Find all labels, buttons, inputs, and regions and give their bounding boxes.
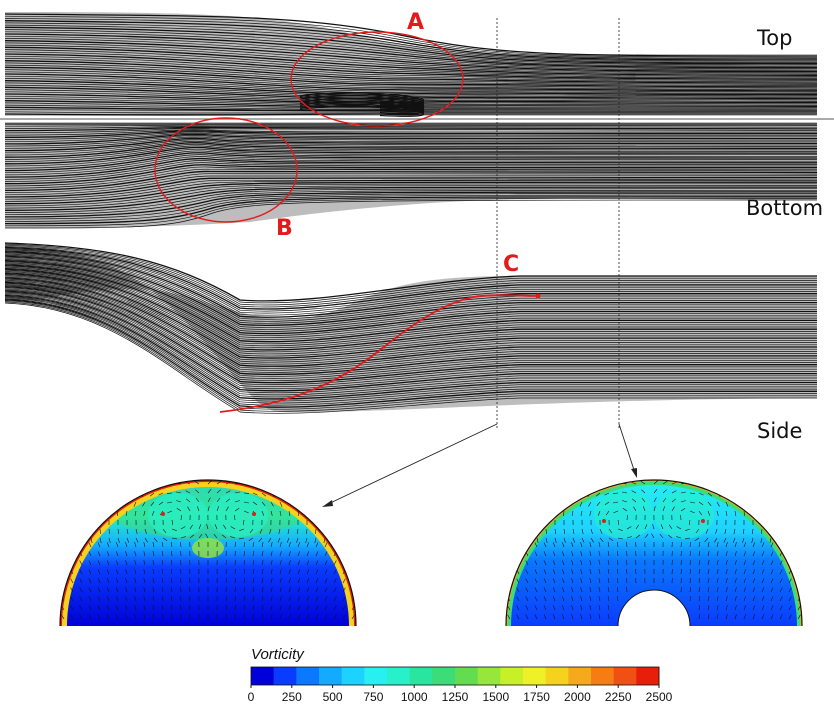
- colorbar-band: [523, 667, 547, 685]
- view-label-top: Top: [756, 26, 792, 50]
- view-label-side: Side: [757, 419, 802, 443]
- colorbar-band: [591, 667, 615, 685]
- vorticity-colorbar: Vorticity 0 250 500 750 1000 1250 1500 1750 2000…: [248, 646, 673, 704]
- colorbar-band: [568, 667, 592, 685]
- region-a-circle: [290, 31, 464, 127]
- top-view-panel: [5, 12, 817, 117]
- colorbar-tick-label: 250: [282, 690, 302, 704]
- colorbar-band: [636, 667, 660, 685]
- colorbar-band: [387, 667, 411, 685]
- region-label-b: B: [276, 216, 293, 241]
- colorbar-tick-label: 500: [323, 690, 343, 704]
- colorbar-tick-label: 1250: [442, 690, 469, 704]
- region-label-c: C: [503, 252, 519, 277]
- colorbar-band: [545, 667, 569, 685]
- side-streamlines: [5, 242, 817, 414]
- streamline-c-highlight: [219, 294, 539, 413]
- colorbar-band: [613, 667, 637, 685]
- colorbar-band: [500, 667, 524, 685]
- colorbar-tick-label: 1750: [523, 690, 550, 704]
- colorbar-band: [273, 667, 297, 685]
- colorbar-tick-label: 2500: [646, 690, 673, 704]
- view-label-bottom: Bottom: [746, 196, 823, 220]
- colorbar-band: [432, 667, 456, 685]
- region-b-circle: [154, 117, 298, 223]
- colorbar-band: [296, 667, 320, 685]
- colorbar-band: [341, 667, 365, 685]
- top-streamlines: [5, 13, 817, 117]
- colorbar-tick-label: 750: [363, 690, 383, 704]
- colorbar-tick-label: 2000: [564, 690, 591, 704]
- colorbar-band: [364, 667, 388, 685]
- bottom-view-panel: [5, 122, 817, 229]
- colorbar-tick-label: 1000: [401, 690, 428, 704]
- cross-section-right: [505, 479, 803, 627]
- colorbar-band: [319, 667, 343, 685]
- colorbar-band: [455, 667, 479, 685]
- colorbar-band: [251, 667, 275, 685]
- colorbar-title: Vorticity: [251, 646, 305, 663]
- colorbar-tick-label: 0: [248, 690, 255, 704]
- cross-section-left: [59, 479, 357, 627]
- colorbar-tick-label: 1500: [482, 690, 509, 704]
- region-label-a: A: [407, 10, 424, 35]
- colorbar-tick-label: 2250: [605, 690, 632, 704]
- colorbar-band: [477, 667, 501, 685]
- bottom-streamlines: [5, 123, 817, 229]
- side-view-panel: [5, 242, 817, 414]
- colorbar-band: [409, 667, 433, 685]
